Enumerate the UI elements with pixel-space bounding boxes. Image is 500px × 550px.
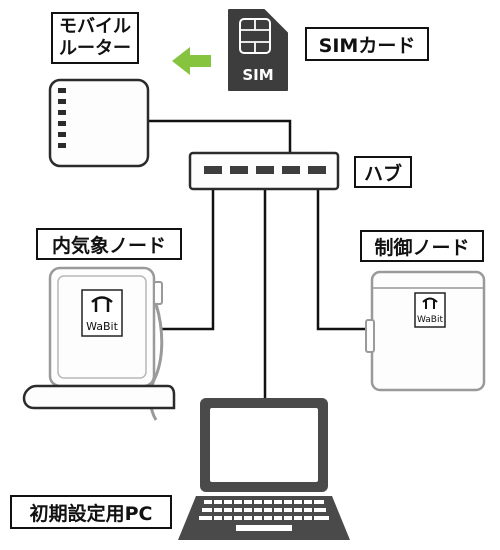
sim-chip-text: SIM (242, 66, 273, 84)
hub-icon (188, 151, 340, 191)
sim-card-label: SIMカード (305, 27, 429, 61)
router-hub-line (148, 119, 292, 153)
control-node-label: 制御ノード (360, 230, 484, 262)
hub-label: ハブ (354, 156, 412, 188)
hub-weather-line (162, 189, 215, 331)
mobile-router-label: モバイル ルーター (51, 12, 139, 64)
laptop-icon (178, 398, 350, 540)
mobile-router-label-line2: ルーター (59, 38, 131, 59)
hub-control-line (316, 189, 368, 331)
weather-node-label: 内気象ノード (36, 228, 182, 260)
control-node-device: WaBit (365, 270, 486, 392)
mobile-router-icon (48, 78, 150, 168)
weather-node-logo-text: WaBit (86, 320, 119, 333)
connection-lines (148, 119, 368, 398)
control-node-logo-text: WaBit (417, 315, 444, 325)
sim-card-icon: SIM (228, 9, 288, 91)
setup-pc-label: 初期設定用PC (10, 495, 172, 529)
mobile-router-label-line1: モバイル (59, 16, 131, 37)
arrow-left-icon (172, 47, 211, 75)
weather-node-device: WaBit (22, 266, 176, 421)
